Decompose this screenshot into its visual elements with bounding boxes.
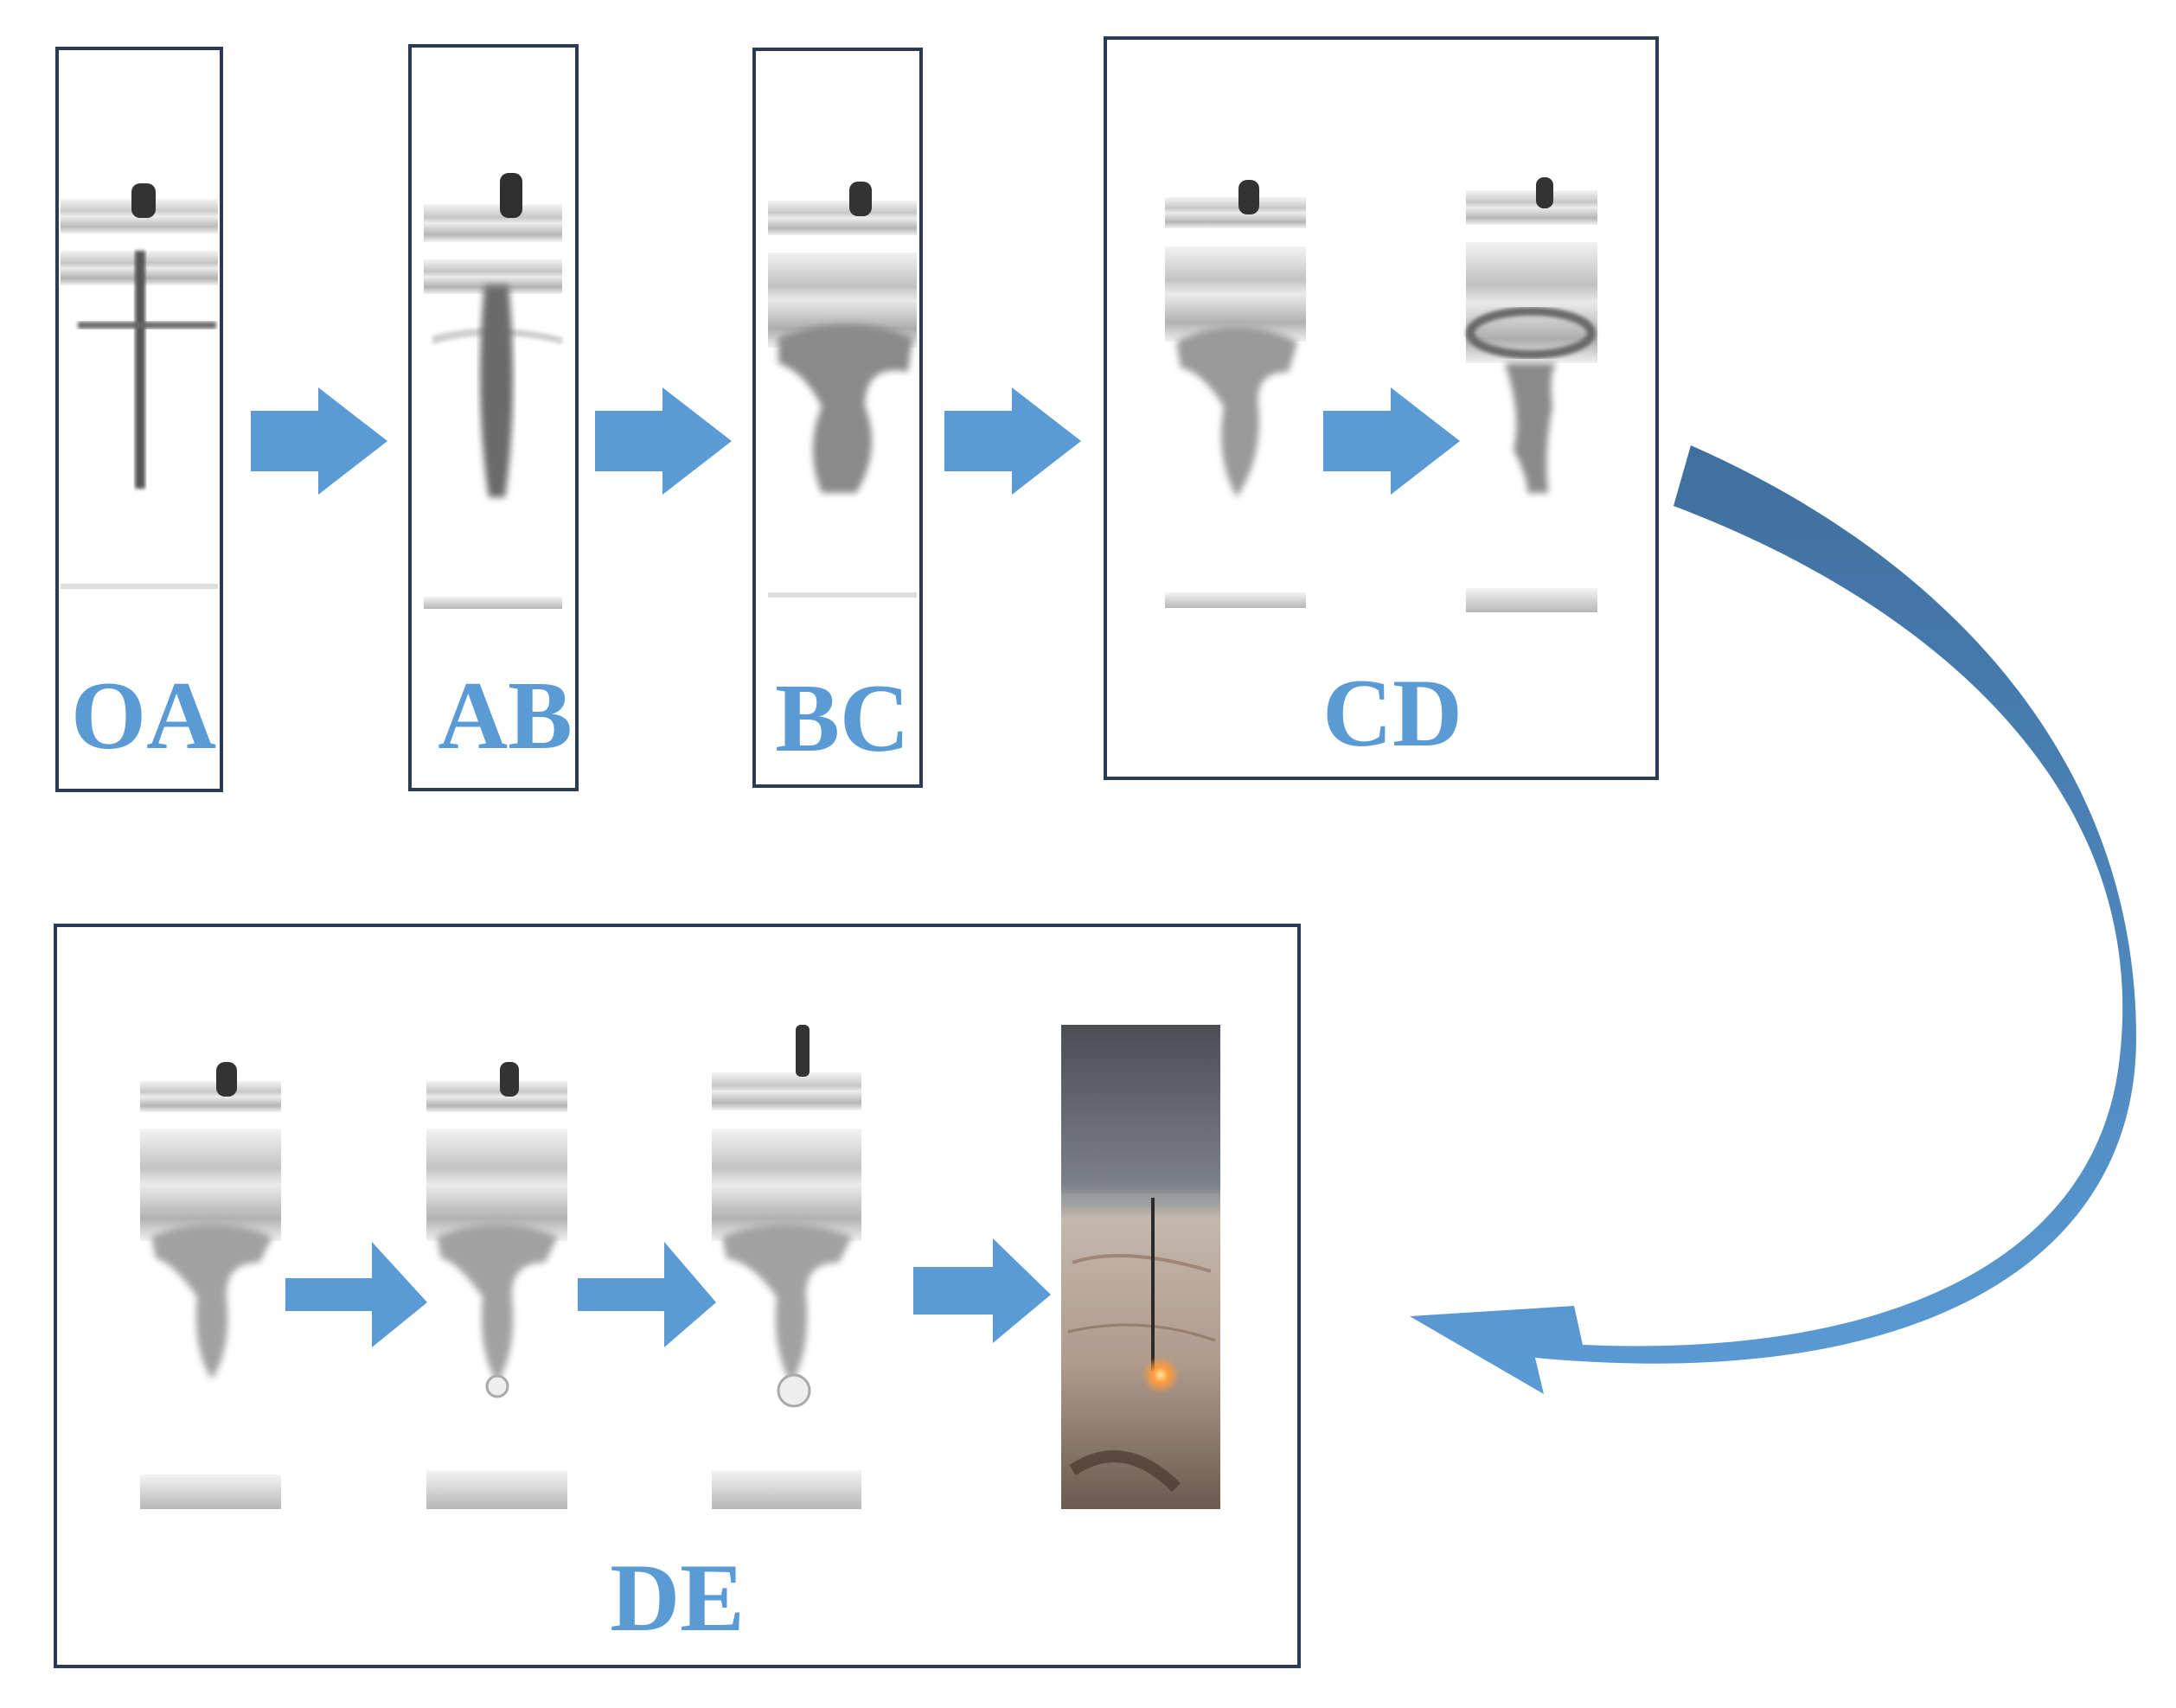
right-arrow-icon xyxy=(1323,387,1460,495)
stage-ab: AB xyxy=(408,44,579,791)
stage-ab-frame xyxy=(408,44,579,791)
stage-oa: OA xyxy=(55,47,223,792)
stage-de-label: DE xyxy=(610,1545,745,1652)
stage-bc-label: BC xyxy=(775,665,910,772)
stage-oa-frame xyxy=(55,47,223,792)
stage-de: DE xyxy=(54,924,1301,1668)
stage-de-image-3 xyxy=(712,1025,861,1509)
stage-oa-label: OA xyxy=(71,662,216,770)
stage-cd-frame xyxy=(1104,36,1659,780)
stage-bc-frame xyxy=(752,48,923,788)
right-arrow-icon xyxy=(595,387,732,495)
stage-cd-image-2 xyxy=(1466,177,1597,612)
stage-bc-image xyxy=(768,182,917,598)
stage-ab-label: AB xyxy=(438,662,573,770)
right-arrow-icon xyxy=(913,1238,1051,1343)
stage-de-image-2 xyxy=(426,1062,567,1509)
stage-de-photo xyxy=(1061,1025,1220,1509)
stage-cd: CD xyxy=(1104,36,1659,780)
stage-cd-image-1 xyxy=(1165,180,1306,608)
stage-de-frame xyxy=(54,924,1301,1668)
curved-return-arrow-icon xyxy=(1410,445,2136,1394)
right-arrow-icon xyxy=(285,1242,427,1347)
stage-oa-image xyxy=(61,183,218,589)
stage-de-image-1 xyxy=(140,1062,281,1509)
stage-cd-label: CD xyxy=(1322,660,1462,767)
stage-bc: BC xyxy=(752,48,923,788)
right-arrow-icon xyxy=(251,387,387,495)
right-arrow-icon xyxy=(944,387,1081,495)
stage-ab-image xyxy=(424,173,562,609)
right-arrow-icon xyxy=(578,1242,716,1347)
